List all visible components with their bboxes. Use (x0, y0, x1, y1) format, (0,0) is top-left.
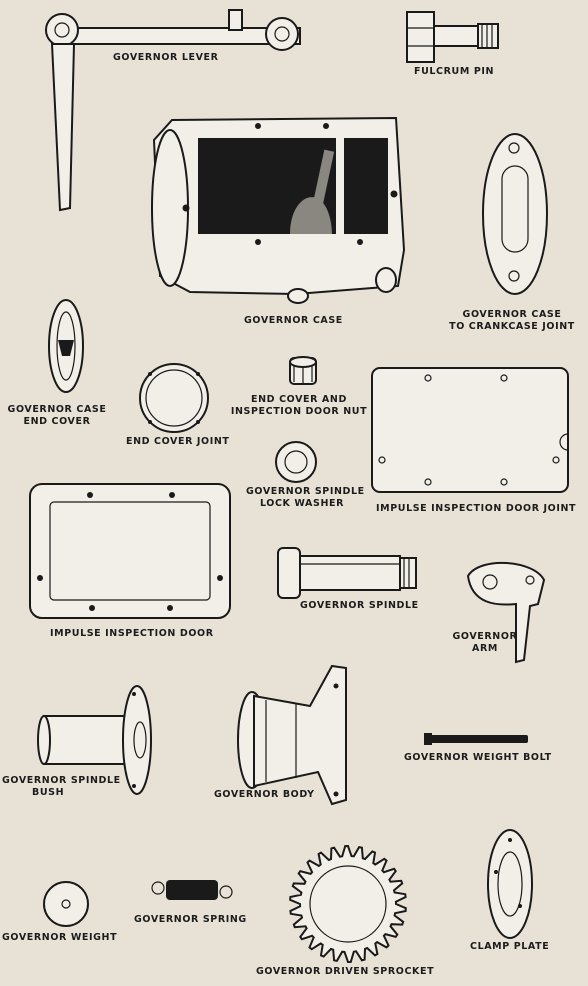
label-governor-case: GOVERNOR CASE (244, 315, 343, 326)
label-nut-line-2: INSPECTION DOOR NUT (230, 406, 368, 417)
end-cover-joint-drawing (139, 363, 209, 433)
label-lock-washer-line-1: GOVERNOR SPINDLE (246, 486, 365, 497)
label-body: GOVERNOR BODY (214, 789, 315, 800)
weight-drawing (43, 881, 89, 927)
label-bush-line-2: BUSH (32, 787, 65, 798)
label-bush-line-1: GOVERNOR SPINDLE (2, 775, 121, 786)
label-door: IMPULSE INSPECTION DOOR (50, 628, 214, 639)
spring-drawing (151, 880, 233, 900)
lock-washer-drawing (275, 441, 317, 483)
body-drawing (237, 664, 347, 806)
label-sprocket: GOVERNOR DRIVEN SPROCKET (256, 966, 435, 977)
label-spring: GOVERNOR SPRING (134, 914, 247, 925)
label-weight-bolt: GOVERNOR WEIGHT BOLT (404, 752, 552, 763)
governor-lever-drawing (45, 9, 301, 212)
label-spindle: GOVERNOR SPINDLE (300, 600, 419, 611)
label-end-cover: GOVERNOR CASE END COVER (4, 404, 110, 428)
fulcrum-pin-drawing (406, 11, 499, 63)
arm-drawing (466, 562, 546, 664)
weight-bolt-drawing (424, 733, 528, 745)
label-nut: END COVER AND INSPECTION DOOR NUT (226, 394, 372, 418)
case-joint-drawing (482, 133, 548, 295)
label-lock-washer-line-2: LOCK WASHER (259, 498, 345, 509)
label-case-joint: GOVERNOR CASE TO CRANKCASE JOINT (438, 309, 586, 333)
label-arm: GOVERNOR ARM (448, 631, 522, 655)
label-clamp-plate: CLAMP PLATE (470, 941, 550, 952)
label-fulcrum-pin: FULCRUM PIN (414, 66, 495, 77)
clamp-plate-drawing (487, 829, 533, 939)
bush-drawing (37, 685, 152, 795)
label-end-cover-joint: END COVER JOINT (126, 436, 230, 447)
nut-drawing (289, 356, 317, 385)
label-weight: GOVERNOR WEIGHT (2, 932, 118, 943)
door-drawing (29, 483, 231, 619)
label-arm-line-1: GOVERNOR (452, 631, 518, 642)
label-governor-lever: GOVERNOR LEVER (113, 52, 219, 63)
door-joint-drawing (371, 367, 569, 493)
end-cover-drawing (48, 299, 84, 393)
label-nut-line-1: END COVER AND (251, 394, 347, 405)
sprocket-drawing (289, 844, 407, 964)
label-door-joint: IMPULSE INSPECTION DOOR JOINT (376, 503, 577, 514)
label-bush: GOVERNOR SPINDLE BUSH (2, 775, 120, 799)
spindle-drawing (277, 547, 417, 599)
label-end-cover-line-2: END COVER (23, 416, 91, 427)
label-arm-line-2: ARM (472, 643, 498, 654)
governor-case-drawing (151, 116, 406, 304)
label-lock-washer: GOVERNOR SPINDLE LOCK WASHER (246, 486, 365, 510)
label-case-joint-line-1: GOVERNOR CASE (462, 309, 562, 320)
label-case-joint-line-2: TO CRANKCASE JOINT (449, 321, 575, 332)
label-end-cover-line-1: GOVERNOR CASE (7, 404, 107, 415)
